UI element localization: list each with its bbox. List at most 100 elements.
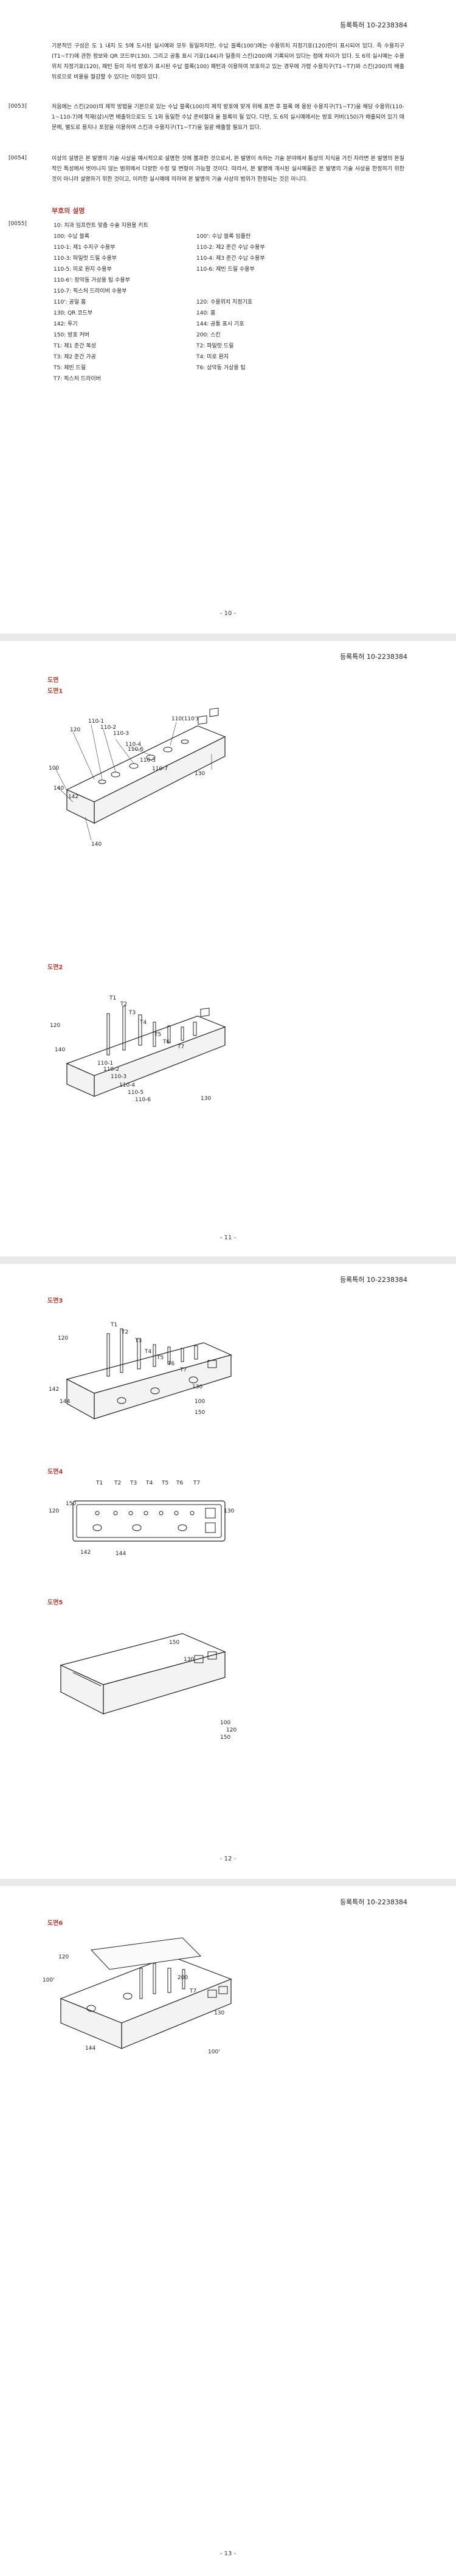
figure-callout-label: 110-6: [135, 1097, 151, 1103]
symbol-entry: 142: 투기: [54, 321, 78, 327]
paragraph-tag-0054: [0054]: [9, 155, 27, 161]
symbol-entry: T6: 상악동 거상용 팁: [196, 365, 246, 371]
figure-callout-label: 120: [50, 1023, 61, 1029]
symbol-row: 110': 공일 홈 120: 수용위치 지정기호: [54, 297, 339, 308]
page-number: - 10 -: [219, 610, 237, 617]
figure-callout-label: T7: [178, 1044, 185, 1050]
figure-callout-label: 110-5: [140, 757, 156, 764]
figure-callout-label: T7: [193, 1480, 201, 1486]
figure-callout-label: T5: [162, 1480, 169, 1486]
intro-paragraph: 기본적인 구성은 도 1 내지 도 5에 도시된 실시예와 모두 동일하지만, …: [52, 43, 404, 80]
figure-6-title: 도면6: [47, 1920, 63, 1927]
symbol-entry: 200: 스킨: [196, 332, 221, 338]
symbol-entry: [196, 220, 339, 231]
figure-callout-label: 130: [195, 771, 206, 777]
paragraph-0054: 이상의 설명은 본 발명의 기술 사상을 예시적으로 설명한 것에 불과한 것으…: [52, 156, 404, 183]
figure-callout-label: 110-5: [128, 1090, 144, 1096]
figure-3-drawing: [66, 1328, 232, 1420]
figure-callout-label: 120: [58, 1335, 69, 1342]
patent-number-header: 등록특허 10-2238384: [340, 1276, 407, 1284]
patent-number-header: 등록특허 10-2238384: [340, 1898, 407, 1906]
figure-callout-label: 100: [220, 1720, 231, 1726]
figure-callout-label: 110-7: [152, 766, 168, 772]
figure-callout-label: 100': [43, 1977, 55, 1983]
symbol-row: T7: 픽스처 드라이버: [54, 374, 339, 385]
symbol-row: 110-6': 장악동 거상용 팁 수용부: [54, 275, 339, 286]
figure-callout-label: 140: [91, 841, 102, 848]
symbol-row: T1: 제1 준간 복성 T2: 파일럿 드릴: [54, 341, 339, 352]
figure-callout-label: T2: [122, 1329, 129, 1335]
figure-callout-label: T1: [96, 1480, 103, 1486]
symbol-entry: 110-6': 장악동 거상용 팁 수용부: [54, 277, 130, 284]
figure-callout-label: 140: [55, 1047, 66, 1053]
symbol-entry: 110-6: 제빈 드릴 수용부: [196, 266, 255, 273]
paragraph-tag-0055: [0055]: [9, 221, 27, 227]
figure-callout-label: 110-1: [97, 1060, 114, 1067]
figure-5-drawing: [60, 1633, 226, 1714]
figure-callout-label: 150: [66, 1501, 77, 1507]
symbol-row: 110-5: 미로 원지 수용부 110-6: 제빈 드릴 수용부: [54, 264, 339, 275]
symbol-entry: 10: 치과 임프란트 맞춤 수술 지원용 키트: [54, 223, 148, 229]
figure-2-title: 도면2: [47, 964, 63, 971]
symbol-entry: T2: 파일럿 드릴: [196, 343, 234, 349]
figure-callout-label: T6: [168, 1361, 175, 1367]
symbol-row: 110-3: 파일럿 드릴 수용부 110-4: 제3 준간 수납 수용부: [54, 253, 339, 264]
symbol-entry: 110-5: 미로 원지 수용부: [54, 266, 112, 273]
symbol-entry: 110-3: 파일럿 드릴 수용부: [54, 256, 117, 262]
drawings-section-title: 도면: [47, 677, 59, 684]
figure-callout-label: 110-4: [119, 1082, 136, 1088]
page-number: - 13 -: [219, 2550, 237, 2557]
figure-callout-label: T5: [157, 1355, 164, 1361]
figure-callout-label: 110-6: [128, 747, 144, 753]
figure-callout-label: 100': [208, 2049, 220, 2055]
figure-callout-label: T2: [114, 1480, 122, 1486]
figure-callout-label: T5: [154, 1032, 162, 1038]
symbol-entry: 120: 수용위치 지정기호: [196, 299, 253, 305]
symbol-entry: 130: QR 코드부: [54, 310, 93, 316]
symbol-entry: [196, 374, 339, 385]
patent-page-10: 등록특허 10-2238384 기본적인 구성은 도 1 내지 도 5에 도시된…: [0, 0, 456, 633]
figure-callout-label: 110-2: [103, 1067, 120, 1073]
figure-callout-label: 150: [195, 1410, 206, 1416]
figure-5-title: 도면5: [47, 1600, 63, 1606]
figure-callout-label: 120: [58, 1954, 69, 1960]
figure-callout-label: T3: [135, 1338, 142, 1344]
figure-1-title: 도면1: [47, 688, 63, 695]
patent-number-header: 등록특허 10-2238384: [340, 21, 407, 29]
figure-callout-label: 150: [220, 1735, 231, 1741]
symbol-entry: 110-4: 제3 준간 수납 수용부: [196, 256, 265, 262]
figure-callout-label: T7: [180, 1367, 187, 1373]
symbol-entry: T5: 제빈 드릴: [54, 365, 86, 371]
figure-callout-label: 144: [60, 1399, 71, 1405]
patent-number-header: 등록특허 10-2238384: [340, 653, 407, 661]
figure-callout-label: T7: [190, 1988, 197, 1994]
symbol-entry: 100': 수납 블록 임플란: [196, 234, 251, 240]
figure-callout-label: 120: [70, 727, 81, 733]
figure-callout-label: T3: [130, 1480, 137, 1486]
figure-callout-label: T6: [163, 1039, 170, 1045]
figure-callout-label: 144: [116, 1551, 126, 1557]
figure-4-drawing: [72, 1500, 226, 1542]
figure-callout-label: 130: [201, 1096, 212, 1102]
figure-callout-label: 144: [85, 2045, 96, 2052]
figure-callout-label: 110-2: [100, 725, 117, 731]
symbol-row: 10: 치과 임프란트 맞춤 수술 지원용 키트: [54, 220, 339, 231]
figure-2-drawing: [66, 1006, 226, 1097]
figure-callout-label: T1: [111, 1322, 118, 1328]
page-number: - 12 -: [219, 1856, 237, 1862]
symbol-entry: [196, 275, 339, 286]
symbol-entry: T1: 제1 준간 복성: [54, 343, 96, 349]
figure-4-title: 도면4: [47, 1469, 63, 1475]
figure-callout-label: T4: [146, 1480, 153, 1486]
figure-callout-label: 110-1: [88, 719, 105, 725]
symbol-entry: 110': 공일 홈: [54, 299, 86, 305]
